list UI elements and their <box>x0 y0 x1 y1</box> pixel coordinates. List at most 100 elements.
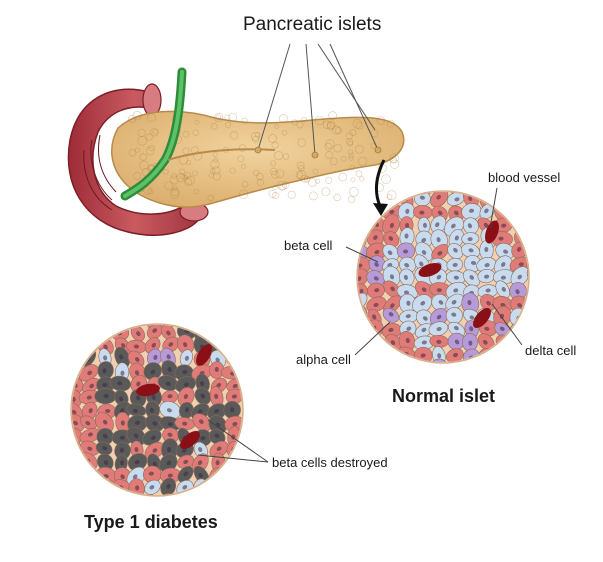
islet-cell <box>79 478 98 495</box>
pancreas-lobule <box>193 188 200 195</box>
pancreas-lobule <box>182 131 190 138</box>
islet-cell <box>429 334 449 348</box>
islet-cell <box>78 494 101 511</box>
islet-cell <box>358 203 370 222</box>
islet-cell <box>72 353 84 367</box>
pancreas-lobule <box>128 149 137 157</box>
islet-cell <box>224 477 240 495</box>
islet-cell <box>242 454 258 472</box>
islet-cell <box>192 413 212 432</box>
pancreas-lobule <box>210 159 220 169</box>
islet-cell <box>447 332 466 350</box>
pancreas-lobule <box>240 164 246 170</box>
islet-cell <box>97 361 114 380</box>
pancreas-lobule <box>300 174 309 183</box>
islet-cell <box>94 388 117 405</box>
islet-cell <box>494 322 511 338</box>
pancreas-lobule <box>348 187 359 197</box>
pancreas-lobule <box>274 124 280 129</box>
islet-cell <box>358 345 367 362</box>
pancreas-lobule <box>278 114 289 124</box>
islet-cell <box>224 495 243 508</box>
pancreas-lobule <box>326 122 335 131</box>
blood-vessel-cell <box>180 431 200 449</box>
islet-cell <box>72 325 82 329</box>
islet-cell <box>239 351 242 368</box>
pancreas-lobule <box>328 111 337 120</box>
pancreas-lobule <box>346 138 354 146</box>
pancreas-lobule <box>386 194 393 200</box>
islet-cell <box>399 359 416 362</box>
islet-cell <box>159 416 181 431</box>
islet-cell <box>209 440 229 458</box>
pancreas-lobule <box>338 172 347 182</box>
pancreas-lobule <box>150 127 159 137</box>
islet-pointer-lines <box>257 43 379 156</box>
islet-cell <box>526 202 528 221</box>
islet-cell <box>126 426 146 446</box>
pancreas-lobule <box>252 169 260 177</box>
pancreas-lobule <box>170 187 180 197</box>
pancreas-lobule <box>271 141 279 149</box>
pancreas-lobule <box>348 149 354 155</box>
pancreas-lobule <box>152 129 158 135</box>
pancreas-lobule <box>347 195 356 204</box>
islet-cell <box>477 269 496 284</box>
islet-cell <box>145 400 160 420</box>
pancreas-lobule <box>252 135 260 143</box>
islet-cell <box>365 347 386 362</box>
pancreas-lobule <box>251 131 261 141</box>
pancreas-lobule <box>179 168 186 175</box>
pancreas-lobule <box>212 172 221 181</box>
islet-cell <box>462 217 479 235</box>
pancreas-lobule <box>229 167 236 174</box>
pancreas-lobule <box>241 180 249 188</box>
islet-cell <box>227 335 241 356</box>
pancreas-lobule <box>164 181 174 191</box>
islet-cell <box>161 390 179 404</box>
pancreas-lobule <box>147 188 154 195</box>
islet-cell <box>448 205 465 222</box>
blood-vessel-cell <box>136 383 160 397</box>
beta-cell-label: beta cell <box>284 238 333 253</box>
islet-cell <box>146 325 163 340</box>
pancreas-lobule <box>386 190 397 200</box>
pancreas-lobule <box>331 125 341 135</box>
pancreas-lobule <box>281 181 290 189</box>
islet-cell <box>527 215 528 235</box>
alpha-cell-label: alpha cell <box>296 352 351 367</box>
pancreas-lobule <box>307 178 317 188</box>
pancreas-lobule <box>333 193 341 202</box>
islet-cell <box>399 192 415 197</box>
pancreas-lobule <box>132 111 142 121</box>
pancreas-lobule <box>192 170 198 177</box>
pancreas-lobule <box>348 152 354 159</box>
islet-cell <box>476 358 498 362</box>
pancreas-lobule <box>182 174 189 181</box>
islet-cell <box>79 428 101 443</box>
pancreas <box>111 110 405 208</box>
zoom-arrow <box>373 159 388 216</box>
pancreas-lobule <box>224 114 231 121</box>
islet-cell <box>225 388 242 404</box>
pancreas-lobule <box>321 187 331 197</box>
pancreas-lobule <box>386 119 395 128</box>
islet-cell <box>495 242 515 260</box>
pancreas-lobule <box>381 174 391 185</box>
islet-cell <box>159 453 178 473</box>
islet-cell <box>510 192 528 208</box>
islet-cell <box>114 441 131 460</box>
islet-cell <box>493 348 512 362</box>
islet-cell <box>72 478 81 495</box>
islet-cell <box>382 244 400 261</box>
pancreas-lobule <box>148 144 155 152</box>
islet-cell <box>415 281 434 300</box>
islet-cell <box>72 467 84 486</box>
islet-cell <box>82 377 100 394</box>
pancreas-lobule <box>291 119 298 126</box>
pancreas-lobule <box>297 138 306 147</box>
islet-cell <box>431 293 449 311</box>
islet-cell <box>415 309 434 327</box>
pancreas-lobule <box>274 151 284 161</box>
islet-cell <box>510 201 528 222</box>
